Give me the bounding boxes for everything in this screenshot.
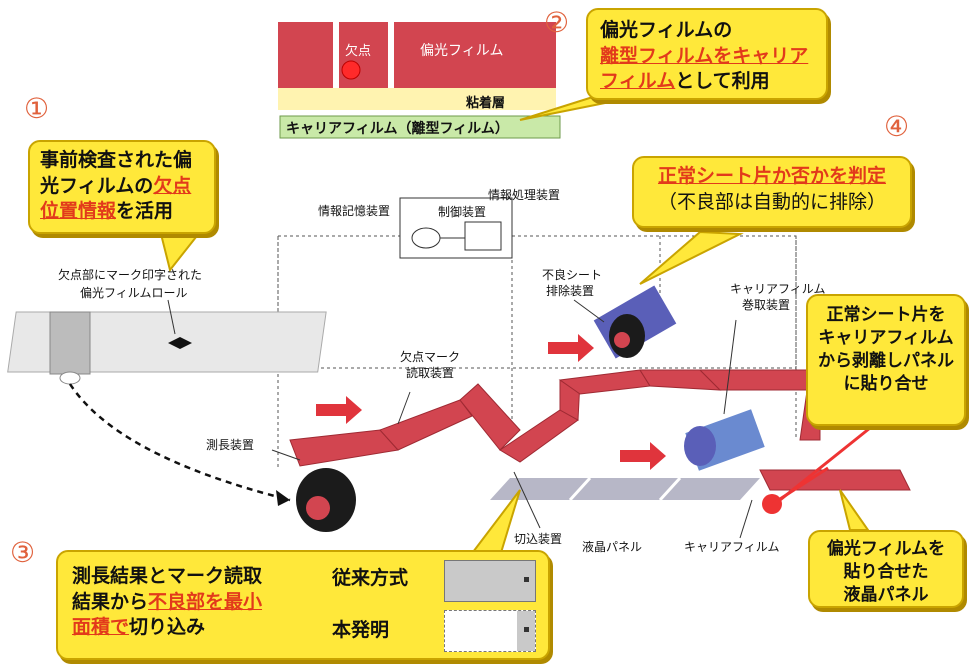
callout-right-line2: キャリアフィルム bbox=[818, 327, 954, 348]
callout1-line2: 光フィルムの bbox=[40, 174, 154, 197]
label-roll-line2: 偏光フィルムロール bbox=[80, 286, 188, 300]
callout-cut-minimum: 測長結果とマーク読取 結果から不良部を最小 面積で切り込み 従来方式 本発明 bbox=[56, 550, 550, 660]
callout1-line1: 事前検査された偏 bbox=[40, 149, 193, 171]
rollers bbox=[296, 285, 829, 532]
callout1-highlight2: 位置情報 bbox=[40, 200, 117, 223]
label-cutter: 切込装置 bbox=[514, 532, 563, 546]
conventional-sheet-icon bbox=[444, 560, 536, 602]
callout-right-line4: に貼り合せ bbox=[843, 373, 929, 394]
defect-label: 欠点 bbox=[345, 44, 372, 59]
callout-br-line3: 液晶パネル bbox=[843, 584, 929, 605]
label-reject-1: 不良シート bbox=[542, 268, 603, 282]
film-roll-illustration bbox=[7, 311, 327, 385]
callout3-tail: 切り込み bbox=[129, 616, 206, 639]
label-reject-2: 排除装置 bbox=[546, 284, 595, 298]
label-mark-reader-2: 読取装置 bbox=[406, 366, 455, 380]
step-number-3: ③ bbox=[10, 536, 36, 569]
carrier-layer-label: キャリアフィルム（離型フィルム） bbox=[286, 121, 509, 137]
callout3-highlight1: 不良部を最小 bbox=[148, 590, 263, 613]
callout4-highlight: 正常シート片か否かを判定 bbox=[657, 165, 886, 187]
callout-br-line1: 偏光フィルムを bbox=[826, 539, 946, 559]
label-controller: 制御装置 bbox=[438, 205, 487, 219]
callout1-highlight1: 欠点 bbox=[153, 174, 192, 197]
callout2-tail: として利用 bbox=[675, 70, 770, 93]
film-structure-diagram bbox=[278, 22, 561, 139]
label-info-storage: 情報記憶装置 bbox=[318, 204, 391, 218]
callout4-line2: （不良部は自動的に排除） bbox=[657, 190, 886, 213]
callout3-line2: 結果から bbox=[72, 590, 149, 613]
label-lcd-panel: 液晶パネル bbox=[582, 540, 643, 554]
step-number-4: ④ bbox=[884, 110, 910, 143]
invention-sheet-icon bbox=[444, 610, 536, 652]
defect-dot bbox=[341, 60, 361, 80]
polarizer-label: 偏光フィルム bbox=[420, 43, 504, 59]
callout2-highlight1: 離型フィルムをキャリア bbox=[600, 44, 809, 67]
label-winder-2: 巻取装置 bbox=[742, 298, 791, 312]
label-winder-1: キャリアフィルム bbox=[730, 282, 826, 296]
step-number-2: ② bbox=[544, 6, 570, 39]
label-roll-line1: 欠点部にマーク印字された bbox=[58, 268, 203, 282]
flow-arrows bbox=[316, 334, 666, 470]
step-number-1: ① bbox=[24, 92, 50, 125]
callout-peel-laminate: 正常シート片を キャリアフィルム から剥離しパネル に貼り合せ bbox=[806, 294, 966, 426]
adhesive-label: 粘着層 bbox=[466, 96, 506, 111]
label-length-meter: 測長装置 bbox=[206, 438, 255, 452]
callout1-tail: を活用 bbox=[116, 200, 174, 223]
callout-laminated-panel: 偏光フィルムを 貼り合せた 液晶パネル bbox=[808, 530, 964, 608]
callout3-line1: 測長結果とマーク読取 bbox=[72, 565, 263, 587]
callout-right-line3: から剥離しパネル bbox=[818, 350, 954, 371]
callout-br-line2: 貼り合せた bbox=[843, 561, 929, 582]
callout-judge-sheet: 正常シート片か否かを判定 （不良部は自動的に排除） bbox=[632, 156, 912, 228]
callout-defect-info: 事前検査された偏 光フィルムの欠点 位置情報を活用 bbox=[28, 140, 216, 234]
label-mark-reader-1: 欠点マーク bbox=[400, 350, 461, 364]
invention-label: 本発明 bbox=[332, 619, 390, 641]
callout3-highlight2: 面積で bbox=[72, 616, 130, 639]
label-info-processor: 情報処理装置 bbox=[488, 188, 561, 202]
callout-right-line1: 正常シート片を bbox=[826, 305, 946, 325]
conventional-label: 従来方式 bbox=[332, 567, 409, 589]
callout2-highlight2: フィルム bbox=[600, 70, 676, 93]
callout-carrier-film: 偏光フィルムの 離型フィルムをキャリア フィルムとして利用 bbox=[586, 8, 828, 100]
label-carrier-film: キャリアフィルム bbox=[684, 540, 780, 554]
callout2-line1: 偏光フィルムの bbox=[600, 19, 733, 41]
